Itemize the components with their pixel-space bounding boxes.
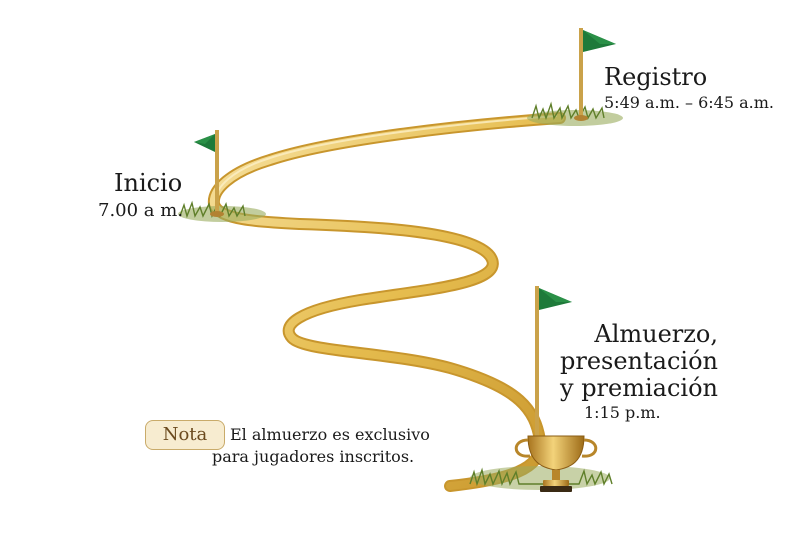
almuerzo-title-line: presentación bbox=[560, 347, 718, 375]
note-badge: Nota bbox=[145, 420, 225, 450]
inicio-title: Inicio bbox=[114, 169, 183, 197]
grass-icon bbox=[469, 466, 613, 490]
inicio-time: 7.00 a m. bbox=[98, 200, 184, 221]
note-line: para jugadores inscritos. bbox=[212, 447, 415, 466]
note-text: El almuerzo es exclusivo para jugadores … bbox=[212, 424, 430, 468]
almuerzo-title-line: Almuerzo, bbox=[594, 320, 718, 348]
winding-path bbox=[207, 112, 566, 492]
trophy-icon bbox=[514, 435, 598, 492]
note-line: El almuerzo es exclusivo bbox=[230, 425, 430, 444]
registro-time: 5:49 a.m. – 6:45 a.m. bbox=[604, 93, 774, 112]
flag-icon bbox=[194, 130, 224, 217]
registro-title: Registro bbox=[604, 63, 708, 91]
flag-icon bbox=[574, 28, 616, 121]
almuerzo-time: 1:15 p.m. bbox=[584, 403, 661, 422]
almuerzo-title: Almuerzo, presentación y premiación bbox=[560, 321, 718, 402]
flag-icon bbox=[535, 286, 572, 436]
almuerzo-title-line: y premiación bbox=[560, 374, 718, 402]
